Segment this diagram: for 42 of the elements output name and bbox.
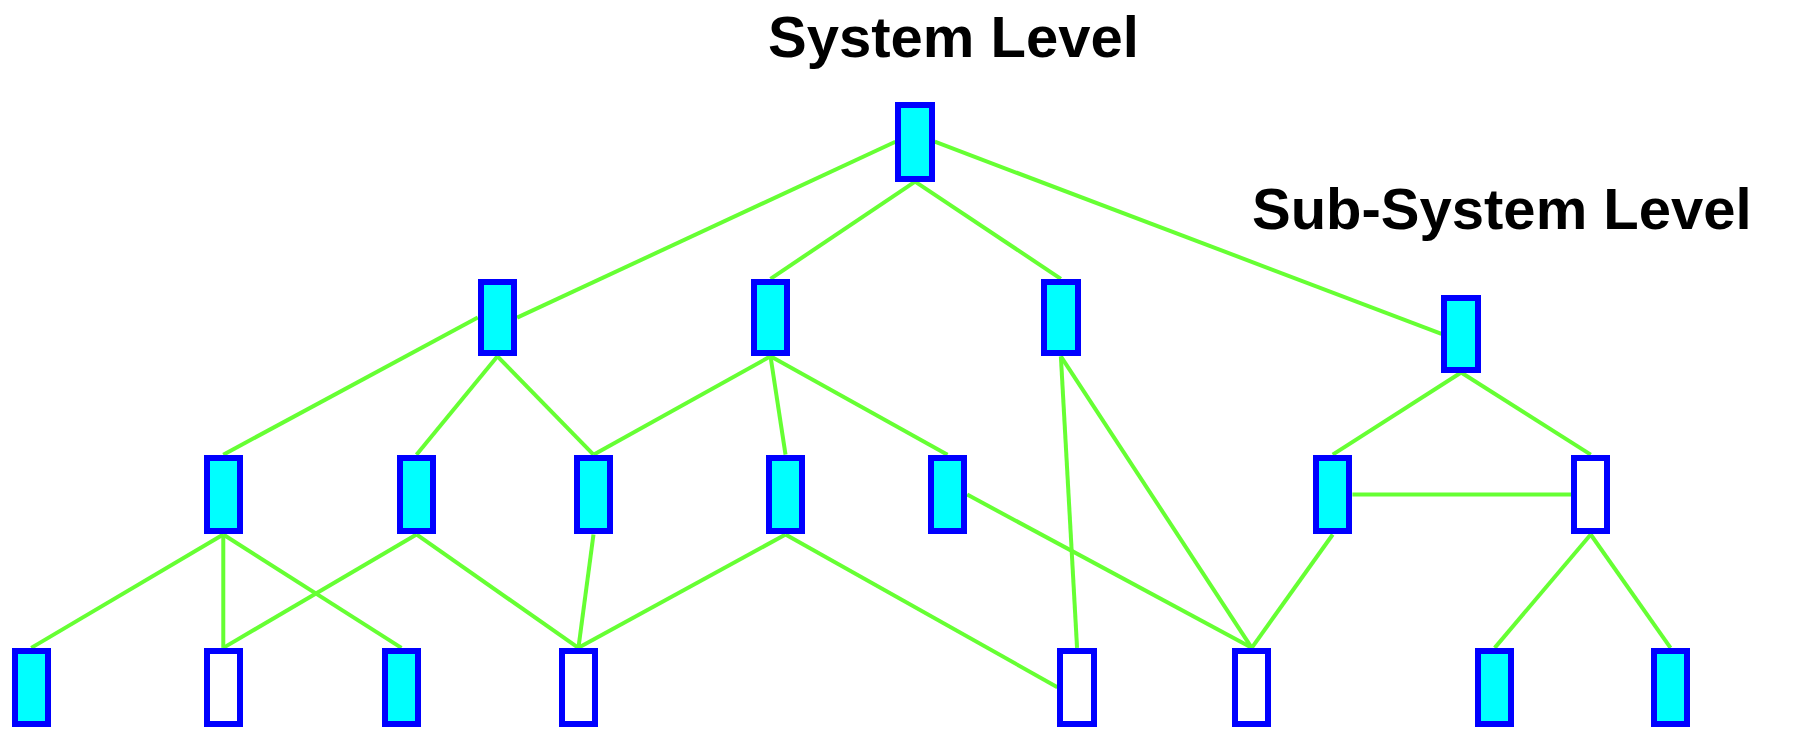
connector-line: [414, 355, 499, 456]
rectangle-box: [477, 278, 518, 357]
empty-rectangle-box: [1232, 647, 1272, 727]
connector-line: [784, 532, 1059, 689]
rectangle-box: [1441, 295, 1481, 373]
empty-rectangle-box: [558, 647, 599, 727]
rectangle-box: [396, 454, 437, 535]
connector-line: [576, 534, 596, 649]
connector-line: [768, 356, 788, 455]
rectangle-box: [1313, 454, 1353, 535]
connector-line: [222, 315, 479, 457]
empty-rectangle-box: [1057, 647, 1097, 727]
rectangle-box: [11, 647, 51, 727]
connector-line: [1460, 370, 1592, 457]
connector-line: [496, 354, 595, 457]
connector-line: [516, 139, 897, 320]
connector-line: [1058, 356, 1080, 648]
rectangle-box: [927, 454, 968, 535]
rectangle-box: [1650, 647, 1691, 727]
rectangle-box: [381, 647, 422, 727]
connector-line: [934, 139, 1443, 336]
connector-line: [1589, 533, 1673, 649]
connector-line: [1331, 370, 1463, 457]
rectangle-box: [1475, 647, 1515, 727]
rectangle-box: [750, 278, 791, 357]
connector-line: [1493, 533, 1593, 650]
rectangle-box: [573, 454, 614, 535]
rectangle-box: [203, 454, 243, 535]
connector-line: [1352, 492, 1572, 497]
empty-rectangle-box: [1571, 454, 1611, 535]
connector-line: [1250, 533, 1335, 650]
connector-line: [221, 534, 226, 648]
rectangle-box: [1041, 278, 1081, 357]
connector-line: [592, 354, 772, 457]
connector-line: [769, 179, 917, 281]
connector-line: [415, 532, 580, 650]
empty-rectangle-box: [203, 647, 243, 727]
connector-line: [769, 354, 949, 457]
connector-line: [577, 532, 787, 650]
connector-line: [914, 179, 1062, 281]
rectangle-box: [765, 454, 806, 535]
rectangle-box: [895, 101, 935, 182]
